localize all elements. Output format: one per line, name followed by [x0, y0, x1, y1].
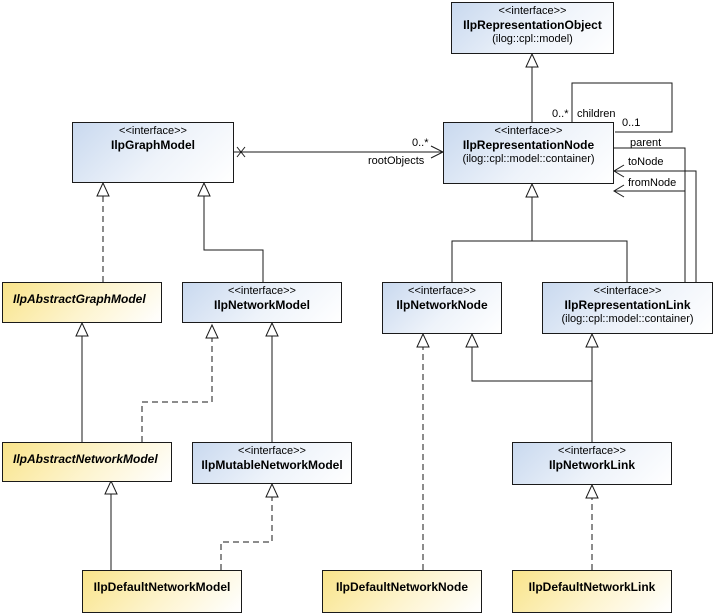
realization-arrowhead: [265, 482, 279, 498]
stereotype-label: <<interface>>: [228, 285, 296, 297]
stereotype-label: <<interface>>: [558, 445, 626, 457]
realization-arrowhead: [416, 332, 430, 348]
representation-link-extends-line: [531, 197, 628, 282]
class-name: IlpNetworkLink: [548, 458, 635, 472]
from-node-role-label: fromNode: [628, 177, 677, 189]
class-name: IlpNetworkModel: [213, 298, 310, 312]
children-multiplicity-many: 0..*: [552, 108, 569, 120]
generalization-arrowhead: [75, 321, 89, 337]
generalization-arrowhead: [585, 332, 599, 348]
children-association-line: [571, 82, 673, 133]
realization-arrowhead: [205, 323, 219, 339]
network-model-extends-line: [203, 196, 264, 282]
default-network-model-implements-line: [220, 497, 273, 570]
class-ilp-representation-object[interactable]: <<interface>> IlpRepresentationObject (i…: [451, 2, 614, 54]
class-ilp-default-network-node[interactable]: IlpDefaultNetworkNode: [322, 570, 482, 613]
children-multiplicity-one: 0..1: [622, 117, 641, 129]
root-objects-multiplicity: 0..*: [412, 137, 429, 149]
class-ilp-abstract-network-model[interactable]: IlpAbstractNetworkModel: [2, 442, 172, 482]
parent-association-line: [614, 147, 686, 282]
generalization-arrowhead: [197, 181, 211, 197]
to-node-arrowhead: [613, 164, 625, 178]
network-link-extends-network-node-line: [471, 347, 593, 442]
class-name: IlpNetworkNode: [396, 298, 488, 312]
realization-arrowhead: [585, 483, 599, 499]
to-node-association-line: [614, 170, 697, 282]
class-name: IlpDefaultNetworkLink: [528, 580, 656, 594]
children-role-label: children: [577, 108, 616, 120]
network-node-extends-line: [451, 240, 532, 282]
class-ilp-default-network-model[interactable]: IlpDefaultNetworkModel: [82, 570, 242, 613]
generalization-arrowhead: [525, 182, 539, 198]
root-objects-role-label: rootObjects: [368, 155, 425, 167]
generalization-arrowhead: [265, 321, 279, 337]
class-name: IlpAbstractNetworkModel: [13, 452, 158, 466]
class-name: IlpGraphModel: [111, 138, 195, 152]
abstract-network-model-implements-line: [141, 338, 213, 442]
to-node-role-label: toNode: [628, 156, 664, 168]
class-ilp-network-link[interactable]: <<interface>> IlpNetworkLink: [512, 442, 672, 485]
class-ilp-network-node[interactable]: <<interface>> IlpNetworkNode: [382, 282, 502, 334]
class-name: IlpRepresentationLink: [564, 298, 691, 312]
class-ilp-default-network-link[interactable]: IlpDefaultNetworkLink: [512, 570, 672, 613]
stereotype-label: <<interface>>: [498, 5, 567, 17]
package-label: (ilog::cpl::model): [492, 33, 573, 45]
stereotype-label: <<interface>>: [494, 125, 563, 137]
class-ilp-representation-link[interactable]: <<interface>> IlpRepresentationLink (ilo…: [542, 282, 713, 334]
realization-arrowhead: [96, 181, 110, 197]
stereotype-label: <<interface>>: [119, 125, 187, 137]
class-name: IlpAbstractGraphModel: [13, 292, 146, 306]
class-name: IlpDefaultNetworkNode: [335, 580, 468, 594]
stereotype-label: <<interface>>: [408, 285, 476, 297]
package-label: (ilog::cpl::model::container): [462, 153, 595, 165]
class-ilp-representation-node[interactable]: <<interface>> IlpRepresentationNode (ilo…: [443, 122, 614, 184]
generalization-arrowhead: [465, 332, 479, 348]
parent-role-label: parent: [630, 137, 662, 149]
class-ilp-mutable-network-model[interactable]: <<interface>> IlpMutableNetworkModel: [192, 442, 352, 484]
from-node-arrowhead: [613, 184, 625, 198]
class-name: IlpMutableNetworkModel: [201, 458, 343, 472]
stereotype-label: <<interface>>: [593, 285, 662, 297]
class-name: IlpRepresentationObject: [463, 18, 602, 32]
stereotype-label: <<interface>>: [238, 445, 306, 457]
package-label: (ilog::cpl::model::container): [561, 313, 694, 325]
class-ilp-abstract-graph-model[interactable]: IlpAbstractGraphModel: [2, 282, 162, 323]
generalization-arrowhead: [525, 52, 539, 68]
class-ilp-network-model[interactable]: <<interface>> IlpNetworkModel: [182, 282, 342, 323]
generalization-arrowhead: [104, 479, 118, 495]
class-ilp-graph-model[interactable]: <<interface>> IlpGraphModel: [72, 122, 234, 183]
class-name: IlpRepresentationNode: [462, 138, 595, 152]
navigability-x-mark-2: [236, 146, 246, 158]
class-name: IlpDefaultNetworkModel: [93, 580, 231, 594]
